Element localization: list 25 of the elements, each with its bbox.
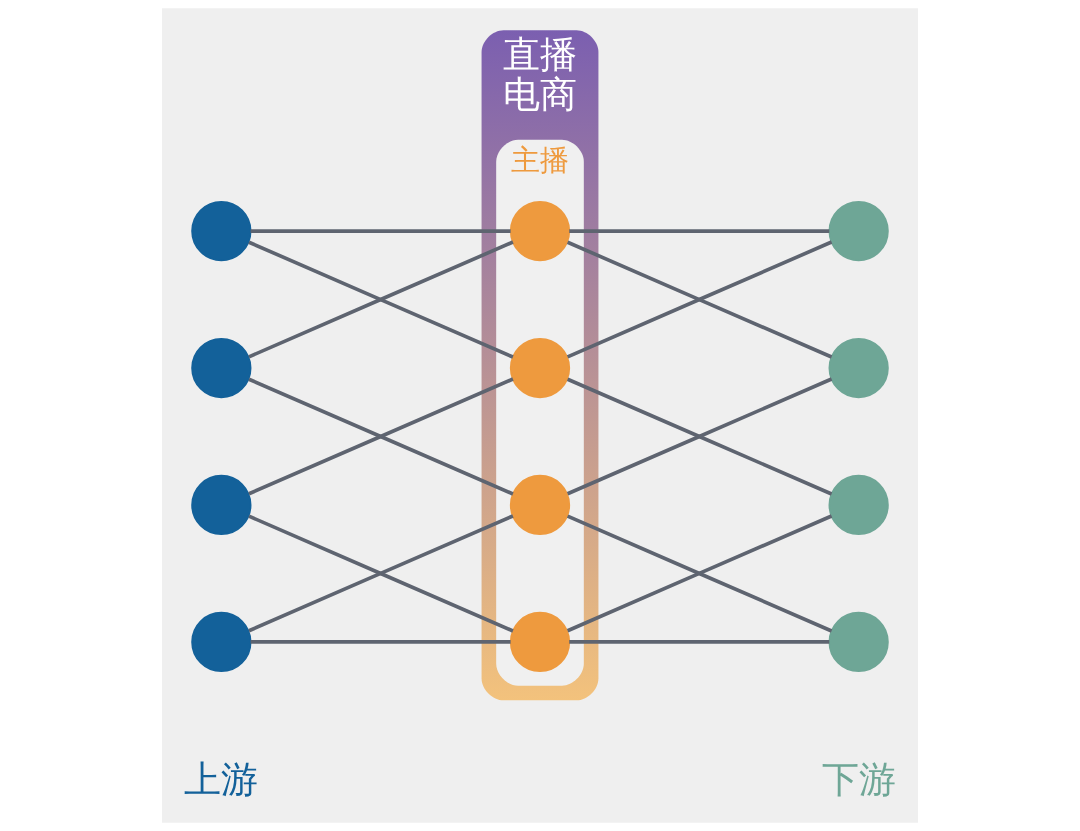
connector (569, 640, 830, 644)
connector (248, 240, 514, 359)
node-circle (191, 200, 252, 262)
node-circle (509, 611, 571, 673)
node-circle (191, 337, 252, 399)
connector (566, 514, 833, 633)
node-circle (828, 200, 889, 262)
node-circle (509, 474, 571, 536)
cluster: 主播 (496, 139, 584, 686)
node-circle (828, 337, 889, 399)
node-circle (191, 611, 252, 673)
node-circle (828, 611, 889, 673)
node-circle (828, 474, 889, 536)
connector (250, 229, 511, 233)
connector (569, 229, 830, 233)
label: 上游 (184, 757, 259, 801)
connector (566, 240, 833, 359)
connector (248, 377, 514, 496)
node-circle (191, 474, 252, 536)
node-circle (509, 200, 571, 262)
connector (566, 377, 833, 496)
node-circle (509, 337, 571, 399)
label: 下游 (821, 757, 896, 801)
connector (248, 514, 514, 633)
connector (250, 640, 511, 644)
